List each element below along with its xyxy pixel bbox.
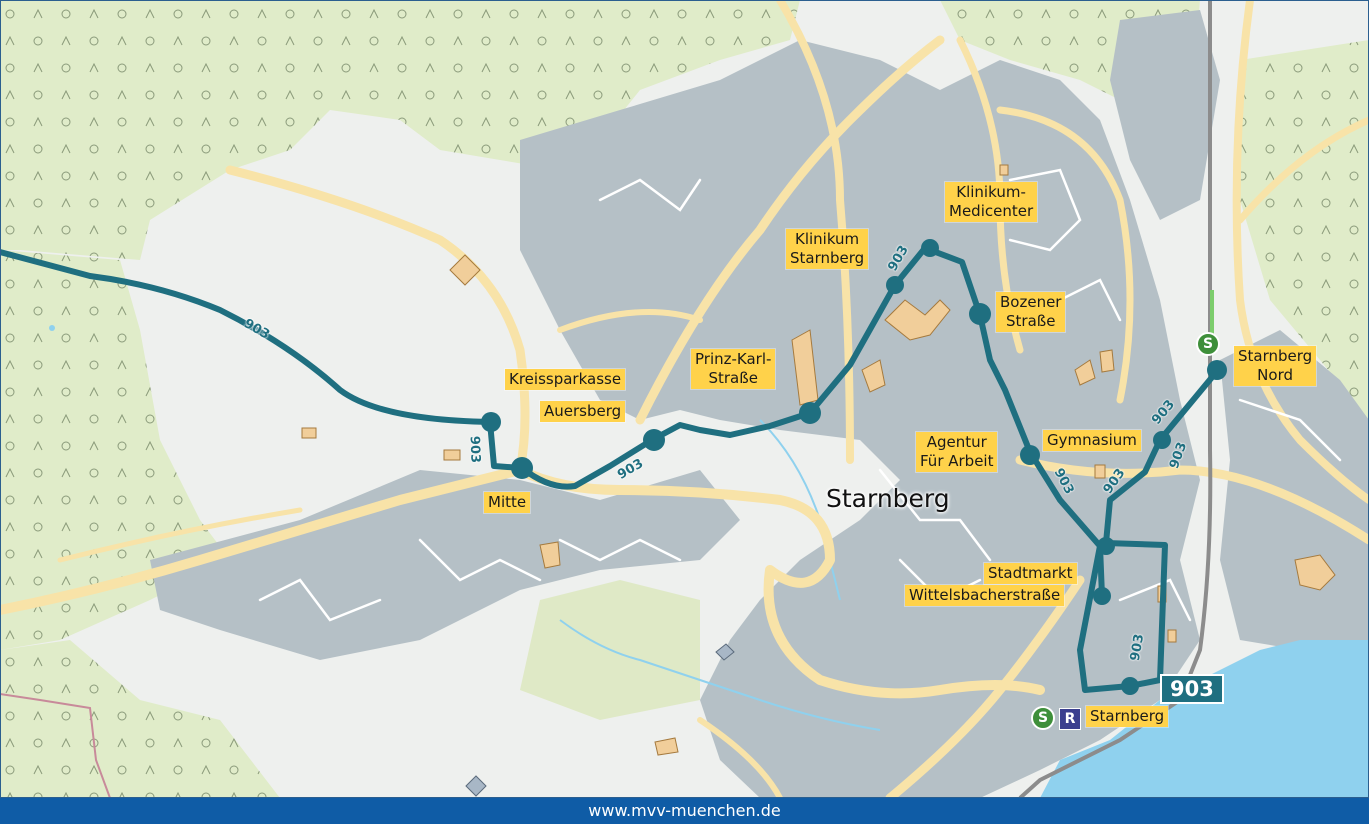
stop-label-kreissparkasse[interactable]: Kreissparkasse bbox=[505, 369, 626, 390]
stop-label-text: Starnberg bbox=[1238, 347, 1313, 365]
stop-label-text: Auersberg bbox=[544, 402, 622, 420]
building-icon bbox=[1094, 464, 1106, 479]
stop-label-text: Straße bbox=[1006, 312, 1056, 330]
urban-area-north bbox=[1110, 10, 1220, 220]
stop-bozener-strasse[interactable] bbox=[969, 303, 991, 325]
town-label: Starnberg bbox=[826, 484, 950, 513]
stop-prinz-karl-strasse[interactable] bbox=[799, 402, 821, 424]
sbahn-station-icon[interactable]: S bbox=[1196, 332, 1220, 356]
building-icon bbox=[861, 359, 886, 393]
pond bbox=[49, 325, 55, 331]
stop-label-text: Wittelsbacherstraße bbox=[909, 586, 1061, 604]
building-icon bbox=[465, 775, 487, 797]
stop-agentur-fuer-arbeit[interactable] bbox=[1020, 445, 1040, 465]
building-icon bbox=[884, 299, 951, 341]
building-icon bbox=[301, 427, 317, 439]
sbahn-station-icon[interactable]: S bbox=[1031, 706, 1055, 730]
stop-label-wittelsbacherstrasse[interactable]: Wittelsbacherstraße bbox=[905, 585, 1065, 606]
stop-label-text: Bozener bbox=[1000, 293, 1062, 311]
stop-label-text: Kreissparkasse bbox=[509, 370, 622, 388]
regional-train-icon[interactable]: R bbox=[1059, 708, 1081, 730]
stop-label-text: Starnberg bbox=[1090, 707, 1165, 725]
stop-label-text: Für Arbeit bbox=[920, 452, 994, 470]
footer-url[interactable]: www.mvv-muenchen.de bbox=[588, 801, 781, 820]
district-border bbox=[0, 693, 111, 798]
stop-label-auersberg[interactable]: Auersberg bbox=[540, 401, 626, 422]
route-903-badge[interactable]: 903 bbox=[1160, 674, 1224, 704]
stop-label-klinikum-medicenter[interactable]: Klinikum- Medicenter bbox=[945, 182, 1038, 222]
stop-label-agentur-fuer-arbeit[interactable]: Agentur Für Arbeit bbox=[916, 432, 998, 472]
stop-label-text: Straße bbox=[708, 369, 758, 387]
stop-auersberg[interactable] bbox=[643, 429, 665, 451]
stop-label-starnberg[interactable]: Starnberg bbox=[1086, 706, 1169, 727]
building-icon bbox=[999, 164, 1009, 176]
stop-starnberg[interactable] bbox=[1121, 677, 1139, 695]
stop-mitte[interactable] bbox=[511, 457, 533, 479]
forest-area-northwest bbox=[0, 0, 800, 260]
building-icon bbox=[1099, 349, 1115, 373]
railway-line bbox=[1018, 0, 1213, 798]
stop-kreissparkasse[interactable] bbox=[481, 412, 501, 432]
stop-label-prinz-karl-strasse[interactable]: Prinz-Karl- Straße bbox=[691, 349, 776, 389]
forest-area-west bbox=[0, 250, 230, 650]
stop-label-stadtmarkt[interactable]: Stadtmarkt bbox=[984, 563, 1077, 584]
stream bbox=[559, 619, 881, 731]
stop-starnberg-nord[interactable] bbox=[1207, 360, 1227, 380]
building-icon bbox=[1074, 359, 1096, 386]
stop-label-text: Gymnasium bbox=[1047, 431, 1137, 449]
stop-label-klinikum-starnberg[interactable]: Klinikum Starnberg bbox=[786, 229, 869, 269]
stop-label-text: Klinikum bbox=[794, 230, 860, 248]
footer-bar: www.mvv-muenchen.de bbox=[0, 798, 1369, 824]
stop-stadtmarkt[interactable] bbox=[1097, 537, 1115, 555]
stop-label-text: Starnberg bbox=[790, 249, 865, 267]
route-number-label: 903 bbox=[466, 435, 483, 464]
lake-starnberger-see bbox=[1040, 640, 1369, 798]
stop-label-text: Prinz-Karl- bbox=[695, 350, 772, 368]
building-icon bbox=[715, 643, 735, 661]
map-canvas bbox=[0, 0, 1369, 798]
building-icon bbox=[539, 541, 561, 569]
stop-label-text: Mitte bbox=[488, 493, 527, 511]
stop-label-gymnasium[interactable]: Gymnasium bbox=[1043, 430, 1141, 451]
stop-label-text: Agentur bbox=[926, 433, 987, 451]
buildings bbox=[301, 164, 1336, 756]
stop-label-text: Stadtmarkt bbox=[988, 564, 1073, 582]
building-icon bbox=[654, 737, 679, 756]
stop-wittelsbacherstrasse[interactable] bbox=[1093, 587, 1111, 605]
building-icon bbox=[443, 449, 461, 461]
stop-klinikum-medicenter[interactable] bbox=[921, 239, 939, 257]
stop-label-bozener-strasse[interactable]: Bozener Straße bbox=[996, 292, 1066, 332]
forest-area-southwest bbox=[0, 640, 280, 798]
stop-gymnasium[interactable] bbox=[1153, 431, 1171, 449]
building-icon bbox=[1294, 554, 1336, 591]
stop-label-text: Klinikum- bbox=[956, 183, 1026, 201]
stop-klinikum-starnberg[interactable] bbox=[886, 276, 904, 294]
building-icon bbox=[449, 254, 481, 286]
stop-label-text: Medicenter bbox=[949, 202, 1034, 220]
stop-label-mitte[interactable]: Mitte bbox=[484, 492, 531, 513]
stop-label-starnberg-nord[interactable]: Starnberg Nord bbox=[1234, 346, 1317, 386]
stop-label-text: Nord bbox=[1257, 366, 1293, 384]
building-icon bbox=[1167, 629, 1177, 643]
bus-stops bbox=[481, 239, 1227, 695]
urban-area-center bbox=[520, 40, 1200, 798]
